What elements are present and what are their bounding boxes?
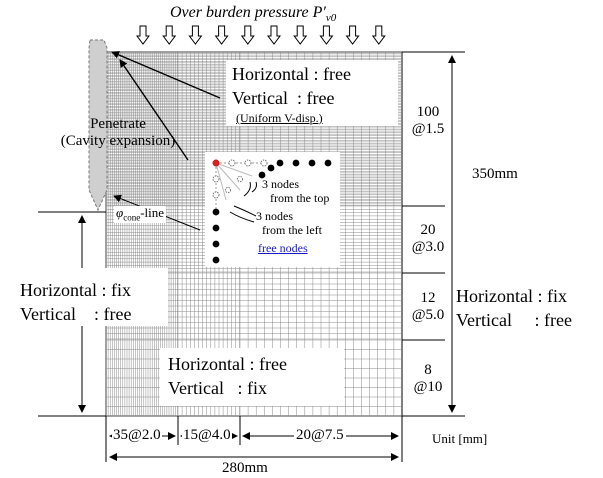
bottom-vertical-condition: Vertical : fix <box>168 378 267 398</box>
uniform-vdisp-note: (Uniform V-disp.) <box>236 111 323 125</box>
vspacing-3: 12@5.0 <box>411 290 445 324</box>
pressure-arrows <box>136 25 386 45</box>
pressure-arrow <box>136 25 150 45</box>
hspacing-2: 15@4.0 <box>182 427 232 445</box>
phi-cone-line-label: φcone-line <box>114 205 167 223</box>
penetrator <box>88 39 108 212</box>
right-vertical-condition: Vertical : free <box>456 310 572 330</box>
leader-penetrate <box>111 51 221 99</box>
vspacing-1: 100@1.5 <box>411 104 445 138</box>
pressure-arrow <box>371 25 386 45</box>
pressure-arrow <box>162 25 177 45</box>
left-nodes-label: 3 nodes from the left <box>256 209 322 237</box>
top-vertical-condition: Vertical : free <box>232 88 335 108</box>
height-dimension: 350mm <box>472 166 518 184</box>
pressure-arrow <box>345 25 360 45</box>
free-nodes-link[interactable]: free nodes <box>258 241 308 255</box>
unit-label: Unit [mm] <box>432 431 488 446</box>
bottom-horizontal-condition: Horizontal : free <box>168 354 287 374</box>
penetrate-label: Penetrate (Cavity expansion) <box>60 116 176 150</box>
inset-panel <box>205 152 340 267</box>
pressure-arrow <box>293 25 308 45</box>
width-dimension: 280mm <box>222 460 268 476</box>
vspacing-2: 20@3.0 <box>411 222 445 256</box>
hspacing-1: 35@2.0 <box>112 427 162 445</box>
title-pressure: Over burden pressure P′v0 <box>170 4 337 25</box>
right-horizontal-condition: Horizontal : fix <box>456 286 567 306</box>
left-horizontal-condition: Horizontal : fix <box>20 280 131 300</box>
pressure-arrow <box>319 25 334 45</box>
pressure-arrow <box>240 25 255 45</box>
pressure-arrow <box>188 25 203 45</box>
top-nodes-label: 3 nodes from the top <box>262 177 330 205</box>
hspacing-3: 20@7.5 <box>294 427 346 445</box>
pressure-arrow <box>214 25 229 45</box>
left-vertical-condition: Vertical : free <box>20 304 132 324</box>
inset-nodes <box>212 159 332 264</box>
pressure-arrow <box>267 25 281 45</box>
vspacing-4: 8@10 <box>413 362 443 396</box>
leader-top-region <box>119 59 189 161</box>
top-horizontal-condition: Horizontal : free <box>232 64 351 84</box>
